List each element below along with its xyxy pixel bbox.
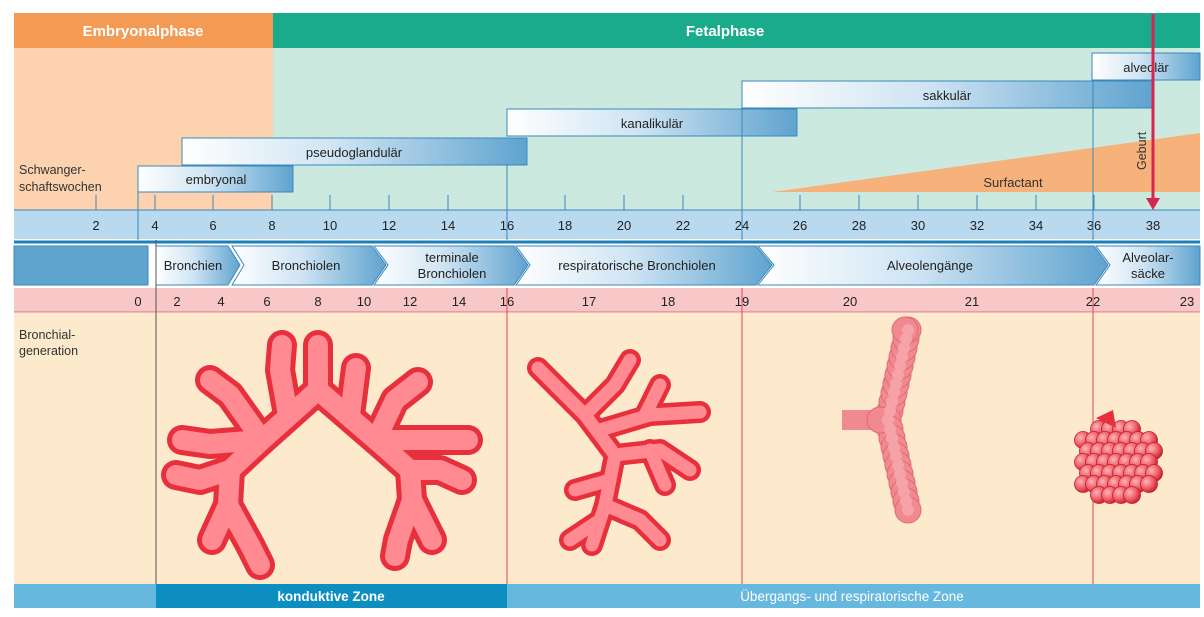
stage-label-embryonal: embryonal <box>186 172 247 187</box>
generation-tick-label: 10 <box>357 294 371 309</box>
fetal-phase-label: Fetalphase <box>686 23 764 40</box>
week-tick-label: 26 <box>793 218 807 233</box>
alveolus <box>1124 487 1141 504</box>
week-tick-label: 6 <box>209 218 216 233</box>
week-tick-label: 36 <box>1087 218 1101 233</box>
alveolus <box>1141 476 1158 493</box>
airway-resp-bronchiolen: respiratorische Bronchiolen <box>558 258 716 273</box>
stage-label-sakkular: sakkulär <box>923 88 972 103</box>
week-tick-label: 20 <box>617 218 631 233</box>
generation-tick-label: 14 <box>452 294 466 309</box>
zone-conductive-label: konduktive Zone <box>277 589 385 604</box>
generation-tick-label: 0 <box>134 294 141 309</box>
birth-label: Geburt <box>1135 131 1149 170</box>
airway-terminale-line1: terminale <box>425 250 478 265</box>
generation-band <box>14 288 1200 312</box>
generation-tick-label: 12 <box>403 294 417 309</box>
zone-respiratory-label: Übergangs- und respiratorische Zone <box>740 589 964 604</box>
generation-tick-label: 2 <box>173 294 180 309</box>
generation-tick-label: 6 <box>263 294 270 309</box>
stage-label-alveolar: alveolär <box>1123 60 1169 75</box>
weeks-label-line1: Schwanger- <box>19 163 86 177</box>
week-tick-label: 8 <box>268 218 275 233</box>
airway-bronchiolen: Bronchiolen <box>272 258 341 273</box>
week-tick-label: 32 <box>970 218 984 233</box>
airway-alveolarsaecke-line2: säcke <box>1131 266 1165 281</box>
alveolar-sac-illustration <box>1075 421 1163 504</box>
week-tick-label: 38 <box>1146 218 1160 233</box>
generation-tick-label: 4 <box>217 294 224 309</box>
generation-tick-label: 17 <box>582 294 596 309</box>
generation-tick-label: 18 <box>661 294 675 309</box>
airway-alveolarsaecke-line1: Alveolar- <box>1122 250 1173 265</box>
generation-tick-label: 23 <box>1180 294 1194 309</box>
stage-label-kanalikular: kanalikulär <box>621 116 684 131</box>
generation-tick-label: 21 <box>965 294 979 309</box>
duct-bead-core <box>902 324 914 336</box>
duct-bead-core <box>902 504 914 516</box>
week-tick-label: 12 <box>382 218 396 233</box>
weeks-label-line2: schaftswochen <box>19 180 102 194</box>
surfactant-label: Surfactant <box>983 175 1043 190</box>
zone-bar-left <box>14 584 156 608</box>
week-tick-label: 18 <box>558 218 572 233</box>
weeks-band <box>14 210 1200 239</box>
bronchial-generation-label-line2: generation <box>19 344 78 358</box>
week-tick-label: 4 <box>151 218 158 233</box>
airway-bronchien: Bronchien <box>164 258 223 273</box>
week-tick-label: 22 <box>676 218 690 233</box>
stage-label-pseudoglandular: pseudoglandulär <box>306 145 403 160</box>
week-tick-label: 28 <box>852 218 866 233</box>
generation-tick-label: 8 <box>314 294 321 309</box>
airway-alveolengaenge: Alveolengänge <box>887 258 973 273</box>
week-tick-label: 14 <box>441 218 455 233</box>
embryonic-phase-label: Embryonalphase <box>83 23 204 40</box>
week-tick-label: 34 <box>1029 218 1043 233</box>
week-tick-label: 30 <box>911 218 925 233</box>
bronchial-generation-label-line1: Bronchial- <box>19 328 75 342</box>
week-tick-label: 2 <box>92 218 99 233</box>
arrow-blank <box>14 246 148 285</box>
generation-tick-label: 20 <box>843 294 857 309</box>
airway-terminale-line2: Bronchiolen <box>418 266 487 281</box>
week-tick-label: 10 <box>323 218 337 233</box>
